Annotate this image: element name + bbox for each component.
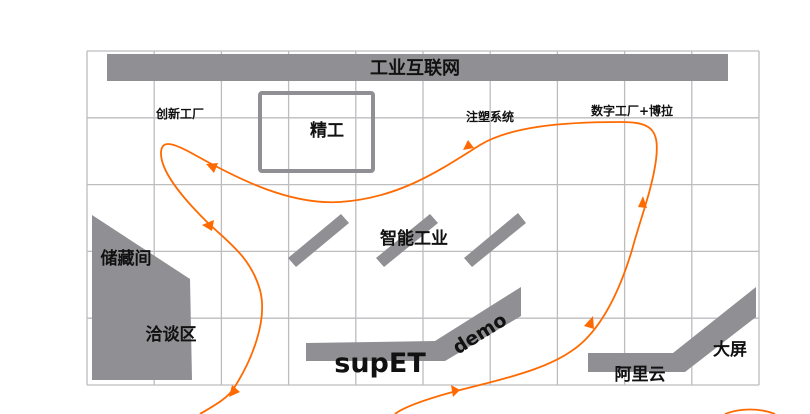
big-screen-label: 大屏 bbox=[713, 339, 747, 360]
storage-zone bbox=[92, 215, 192, 380]
innovation-factory-label: 创新工厂 bbox=[155, 106, 204, 121]
header-label: 工业互联网 bbox=[370, 58, 460, 79]
smart-industry-label: 智能工业 bbox=[380, 228, 448, 249]
smart-bar-3 bbox=[464, 213, 526, 267]
meeting-area-label: 洽谈区 bbox=[146, 324, 197, 345]
arrow-icon bbox=[206, 163, 218, 173]
grid bbox=[86, 50, 760, 386]
digital-factory-label: 数字工厂+博拉 bbox=[591, 103, 673, 118]
arrow-icon bbox=[202, 220, 214, 231]
arrow-icon bbox=[638, 196, 647, 208]
supet-label: supET bbox=[334, 348, 426, 379]
arrow-icon bbox=[229, 385, 240, 397]
route-arrows bbox=[202, 140, 647, 397]
jinggong-room bbox=[258, 91, 375, 173]
smart-bar-2 bbox=[376, 214, 438, 267]
arrow-icon bbox=[463, 140, 474, 150]
aliyun-zone bbox=[588, 287, 756, 372]
arrow-icon bbox=[451, 385, 460, 397]
injection-system-label: 注塑系统 bbox=[466, 109, 514, 124]
visitor-route bbox=[160, 121, 776, 414]
aliyun-label: 阿里云 bbox=[615, 365, 666, 385]
arrow-icon bbox=[584, 316, 594, 329]
supet-zone bbox=[306, 287, 521, 361]
jinggong-label: 精工 bbox=[310, 120, 344, 141]
storage-label: 储藏间 bbox=[101, 248, 152, 269]
header-bar bbox=[107, 54, 728, 81]
smart-bar-1 bbox=[288, 214, 349, 267]
